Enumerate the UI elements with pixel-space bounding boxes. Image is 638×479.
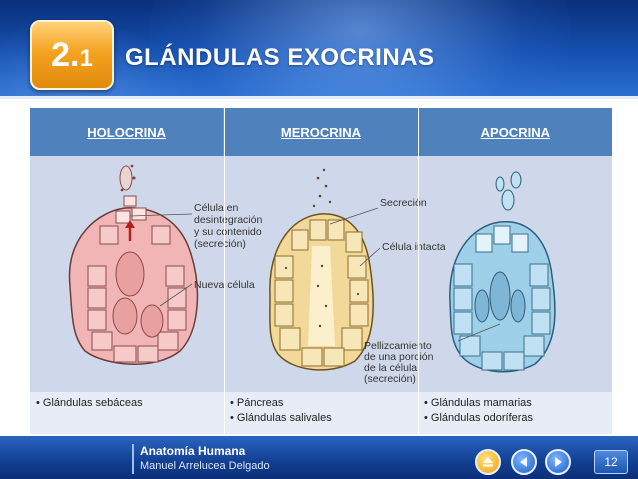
header-divider: [0, 96, 638, 99]
arrow-right-icon: [555, 457, 562, 467]
column-header-merocrina[interactable]: MEROCRINA: [224, 108, 419, 156]
home-button[interactable]: [475, 449, 501, 475]
annotation-secrecion-holo: (secreción): [194, 238, 246, 250]
examples-holocrina: Glándulas sebáceas: [30, 392, 224, 434]
annotation-secrecion-apo: (secreción): [364, 373, 416, 385]
slide-header: 2.1 GLÁNDULAS EXOCRINAS: [0, 0, 638, 96]
author-name: Manuel Arrelucea Delgado: [140, 460, 270, 472]
annotation-secrecion: Secreción: [380, 197, 427, 209]
column-header-holocrina[interactable]: HOLOCRINA: [30, 108, 225, 156]
list-item: Glándulas sebáceas: [36, 396, 218, 411]
eject-icon: [483, 457, 493, 467]
list-item: Glándulas odoríferas: [424, 411, 606, 426]
footer-separator: [132, 444, 134, 474]
badge-major: 2.: [51, 36, 80, 74]
next-slide-button[interactable]: [545, 449, 571, 475]
examples-apocrina: Glándulas mamarias Glándulas odoríferas: [418, 392, 612, 434]
gland-illustrations: Célula en desintegración y su contenido …: [68, 164, 556, 385]
annotation-celula: de la célula: [364, 362, 417, 374]
holocrina-illustration: Célula en desintegración y su contenido …: [68, 164, 262, 365]
previous-slide-button[interactable]: [511, 449, 537, 475]
list-item: Glándulas mamarias: [424, 396, 606, 411]
arrow-left-icon: [520, 457, 527, 467]
header-glow: [150, 0, 570, 96]
course-name: Anatomía Humana: [140, 444, 246, 458]
annotation-celula-intacta: Célula intacta: [382, 241, 446, 253]
annotation-desintegracion: desintegración: [194, 214, 262, 226]
badge-minor: 1: [79, 45, 93, 72]
page-number: 12: [594, 450, 628, 474]
annotation-porcion: de una porción: [364, 351, 434, 363]
section-number-badge: 2.1: [30, 20, 114, 90]
slide-footer: Anatomía Humana Manuel Arrelucea Delgado: [0, 436, 638, 479]
annotation-celula-en: Célula en: [194, 202, 239, 214]
merocrina-illustration: Secreción Célula intacta: [269, 168, 446, 371]
examples-merocrina: Páncreas Glándulas salivales: [224, 392, 418, 434]
list-item: Páncreas: [230, 396, 412, 411]
examples-row: Glándulas sebáceas Páncreas Glándulas sa…: [30, 392, 612, 434]
apocrina-illustration: Pellizcamiento de una porción de la célu…: [364, 171, 556, 385]
column-divider: [418, 108, 419, 434]
column-divider: [224, 108, 225, 434]
gland-types-table: HOLOCRINA MEROCRINA APOCRINA: [30, 108, 612, 434]
slide-title: GLÁNDULAS EXOCRINAS: [125, 44, 435, 71]
list-item: Glándulas salivales: [230, 411, 412, 426]
annotation-contenido: y su contenido: [194, 226, 262, 238]
table-header-row: HOLOCRINA MEROCRINA APOCRINA: [30, 108, 612, 156]
annotation-pellizcamiento: Pellizcamiento: [364, 340, 432, 352]
column-header-apocrina[interactable]: APOCRINA: [480, 124, 550, 140]
